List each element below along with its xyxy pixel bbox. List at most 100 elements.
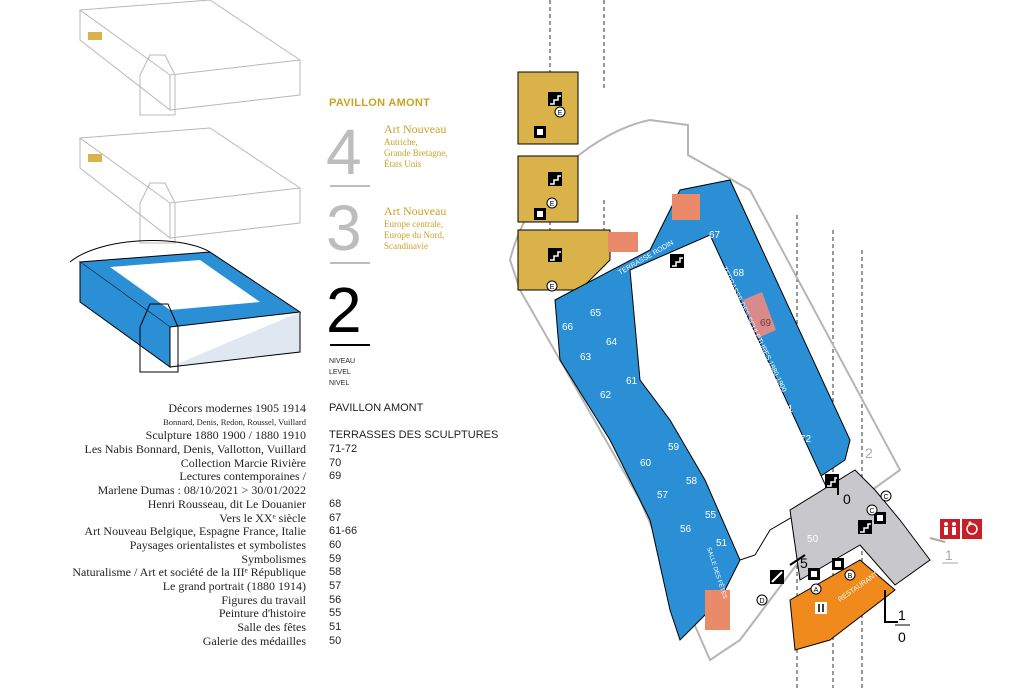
restaurant-area [789, 559, 896, 651]
floor-4-title: Art Nouveau [384, 122, 447, 136]
stairs-icon [548, 172, 562, 186]
legend-label: Salle des fêtes [237, 621, 306, 634]
stairs-icon [858, 520, 872, 534]
thumbnail-level-2 [69, 240, 302, 373]
elevator-icon [808, 568, 820, 580]
level-1-marker: 1 [898, 607, 906, 623]
pavilion-amont [517, 71, 611, 291]
legend-label: Art Nouveau Belgique, Espagne France, It… [84, 525, 306, 539]
marker-e: E [546, 280, 558, 292]
floor-rule-3 [330, 262, 370, 264]
elevator-icon [874, 512, 886, 524]
floor-number-4: 4 [326, 116, 362, 188]
accessible-icon [962, 519, 982, 539]
level-label-fr: NIVEAU [329, 358, 356, 365]
legend-room: 50 [329, 634, 342, 647]
room-55: 55 [705, 510, 717, 521]
svg-text:B: B [848, 573, 853, 580]
legend-label: Symbolismes [241, 552, 306, 566]
legend-room: 61-66 [329, 525, 358, 538]
marker-c: C [880, 490, 892, 502]
legend-room: 60 [329, 538, 342, 551]
room-69-closed [743, 292, 776, 338]
svg-text:C: C [883, 494, 888, 501]
legend-label: Figures du travail [221, 593, 306, 607]
level-down-0: 0 [843, 491, 851, 507]
floor-4-info: Art Nouveau Autriche, Grande Bretagne, É… [384, 122, 504, 170]
escalator-icon [770, 570, 784, 584]
room-69: 69 [760, 318, 772, 329]
floor-rule-4 [330, 185, 370, 187]
thumbnail-level-3 [78, 127, 302, 244]
floor-3-subtitle-1: Europe centrale, [384, 219, 443, 229]
room-66: 66 [562, 322, 574, 333]
room-65: 65 [590, 308, 602, 319]
legend-room: 51 [329, 621, 342, 633]
stairs-icon [825, 474, 839, 488]
room-67: 67 [709, 230, 721, 241]
room-51: 51 [716, 538, 728, 549]
legend-label: Peinture d'histoire [218, 607, 306, 621]
room-numbers: 50 51 55 56 57 58 59 60 61 62 63 64 65 6… [562, 230, 819, 549]
legend-room: 70 [329, 456, 342, 469]
legend-room: 58 [329, 566, 342, 579]
level-label-en: LEVEL [329, 369, 351, 376]
room-71: 71 [782, 404, 794, 415]
room-61: 61 [626, 376, 638, 387]
svg-text:E: E [550, 284, 555, 291]
legend-room: 59 [329, 552, 342, 565]
room-70: 70 [762, 370, 774, 381]
room-57: 57 [657, 490, 669, 501]
legend-room: 55 [329, 607, 342, 620]
stairs-icon [670, 254, 684, 268]
level-1-exit: 1 [945, 547, 953, 563]
elevator-icon [832, 558, 844, 570]
room-59: 59 [668, 442, 680, 453]
legend-label: Décors modernes 1905 1914 [168, 402, 306, 415]
service-zones [608, 194, 730, 630]
building-thumbnails [69, 0, 302, 373]
floor-rule-2 [330, 344, 370, 346]
legend-room: TERRASSES DES SCULPTURES [329, 429, 499, 442]
svg-text:E: E [558, 110, 563, 117]
marker-d: D [756, 594, 768, 606]
legend-room: 71-72 [329, 443, 358, 456]
room-64: 64 [606, 337, 618, 348]
room-58: 58 [686, 476, 698, 487]
legend-label: Collection Marcie Rivière [180, 456, 306, 470]
legend-label: Bonnard, Denis, Redon, Roussel, Vuillard [163, 416, 306, 427]
marker-a: A [810, 583, 822, 595]
elevator-icon [534, 208, 546, 220]
floor-3-title: Art Nouveau [384, 204, 447, 218]
room-60: 60 [640, 458, 652, 469]
legend-label: Henri Rousseau, dit Le Douanier [147, 497, 306, 511]
stairs-icon [548, 92, 562, 106]
legend-room [329, 416, 509, 430]
legend-label: Les Nabis Bonnard, Denis, Vallotton, Vui… [84, 443, 306, 457]
thumbnail-level-4 [78, 0, 302, 116]
elevator-icon [534, 126, 546, 138]
legend-room [329, 484, 509, 498]
legend-room: 57 [329, 579, 342, 592]
marker-b: B [844, 569, 856, 581]
marker-e: E [554, 106, 566, 118]
floor-number-3: 3 [326, 192, 362, 264]
floor-3-info: Art Nouveau Europe centrale, Europe du N… [384, 204, 504, 252]
svg-text:A: A [814, 587, 819, 594]
legend-label: Marlene Dumas : 08/10/2021 > 30/01/2022 [97, 484, 306, 498]
svg-text:D: D [759, 598, 764, 605]
legend-label: Naturalisme / Art et société de la IIIᵉ … [72, 566, 306, 580]
legend-room: 68 [329, 497, 342, 510]
level-label-es: NIVEL [329, 380, 350, 387]
legend-room: 69 [329, 470, 342, 483]
legend-label: Galerie des médailles [202, 634, 306, 648]
room-72: 72 [800, 434, 812, 445]
level-up-5: 5 [800, 555, 808, 571]
room-62: 62 [600, 390, 612, 401]
room-63: 63 [580, 352, 592, 363]
floor-3-subtitle-2: Europe du Nord, [384, 230, 445, 240]
pavilion-heading: PAVILLON AMONT [329, 97, 431, 109]
marker-c: C [866, 504, 878, 516]
